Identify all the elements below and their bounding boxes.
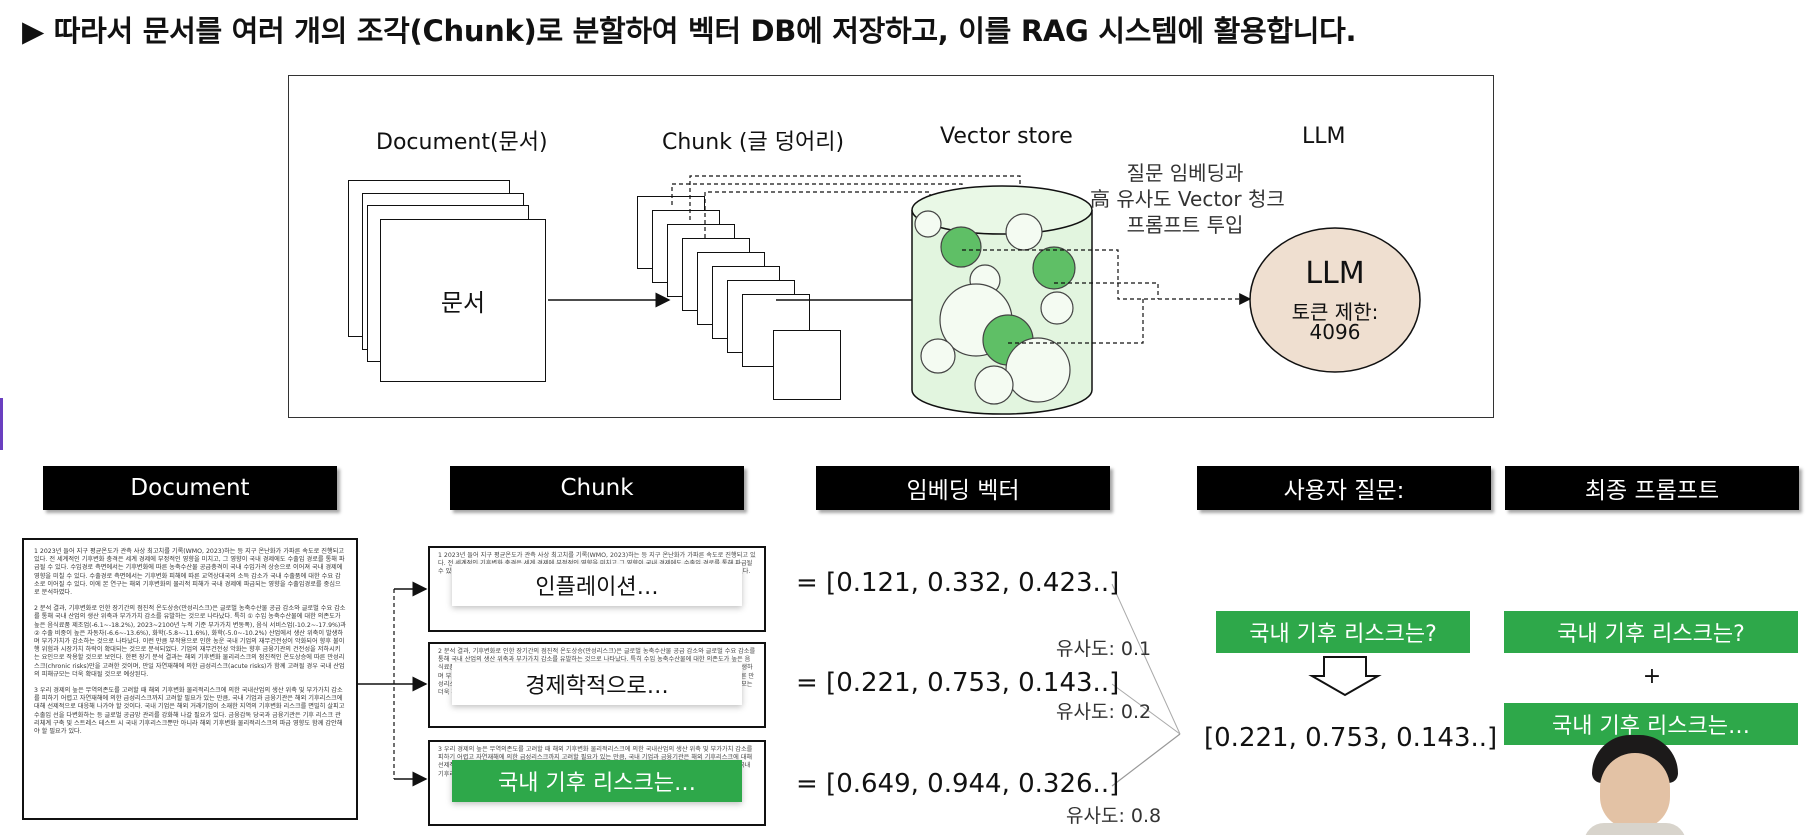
retrieval-note-line: 高 유사도 Vector 청크 bbox=[1090, 187, 1285, 211]
slide-headline: ▶ 따라서 문서를 여러 개의 조각(Chunk)로 분할하여 벡터 DB에 저… bbox=[22, 14, 1357, 48]
retrieval-note: 질문 임베딩과 高 유사도 Vector 청크 프롬프트 투입 bbox=[1090, 160, 1285, 238]
vector-circle-similar bbox=[940, 226, 982, 268]
presenter-shirt bbox=[1584, 823, 1686, 835]
dashed-chunk-arrow bbox=[704, 191, 936, 238]
vector-store-stage-label: Vector store bbox=[940, 124, 1073, 149]
document-paragraph: 1 2023년 들어 지구 평균온도가 관측 사상 최고치를 기록(WMO, 2… bbox=[34, 548, 345, 597]
header-user-question: 사용자 질문: bbox=[1197, 466, 1491, 510]
similarity-score-3: 유사도: 0.8 bbox=[1066, 805, 1162, 827]
presenter-face bbox=[1600, 753, 1670, 829]
similarity-line bbox=[1111, 583, 1181, 735]
final-prompt-question: 국내 기후 리스크는? bbox=[1504, 611, 1798, 653]
retrieval-note-line: 프롬프트 투입 bbox=[1126, 213, 1244, 237]
llm-ellipse bbox=[1249, 227, 1421, 373]
llm-stage-label: LLM bbox=[1302, 124, 1346, 149]
user-question-box: 국내 기후 리스크는? bbox=[1216, 611, 1470, 653]
vector-circle bbox=[920, 338, 956, 374]
dashed-store-to-llm-arrow bbox=[962, 249, 1250, 300]
chunk-label-2: 경제학적으로… bbox=[452, 663, 742, 705]
user-question-vector: [0.221, 0.753, 0.143..] bbox=[1204, 723, 1498, 753]
header-document: Document bbox=[43, 466, 337, 510]
chunk-stage-label: Chunk (글 덩어리) bbox=[662, 130, 845, 155]
llm-title: LLM bbox=[1305, 256, 1365, 291]
question-embedding-down-arrow bbox=[1308, 656, 1382, 697]
left-edge-marker bbox=[0, 398, 3, 450]
chunk-label-1: 인플레이션… bbox=[452, 564, 742, 606]
vector-store-cylinder-top bbox=[911, 185, 1093, 235]
vector-circle-similar bbox=[1032, 246, 1076, 290]
llm-token-label: 토큰 제한: bbox=[1291, 300, 1379, 324]
rag-diagram-frame bbox=[288, 75, 1494, 418]
retrieval-note-line: 질문 임베딩과 bbox=[1126, 161, 1244, 185]
vector-circle bbox=[1005, 337, 1071, 403]
document-paragraph: 2 분석 결과, 기후변화로 인한 장기간의 점진적 온도상승(만성리스크)은 … bbox=[34, 605, 347, 678]
dashed-store-to-llm-arrow bbox=[1008, 299, 1144, 344]
document-paragraph: 3 우리 경제의 높은 무역의존도를 고려할 때 해외 기후변화 물리적리스크에… bbox=[34, 687, 345, 736]
dashed-store-to-llm-arrow bbox=[1054, 282, 1159, 299]
document-stage-label: Document(문서) bbox=[376, 130, 548, 155]
llm-token-value: 4096 bbox=[1309, 320, 1361, 344]
final-prompt-plus: + bbox=[1642, 664, 1662, 689]
embedding-vector-3: = [0.649, 0.944, 0.326..] bbox=[796, 769, 1120, 799]
embedding-vector-2: = [0.221, 0.753, 0.143..] bbox=[796, 668, 1120, 698]
vector-circle bbox=[974, 365, 1014, 405]
similarity-line bbox=[1111, 683, 1181, 735]
header-chunk: Chunk bbox=[450, 466, 744, 510]
vector-circle bbox=[914, 210, 942, 238]
header-final-prompt: 최종 프롬프트 bbox=[1505, 466, 1799, 510]
chunk-label-3: 국내 기후 리스크는… bbox=[452, 760, 742, 802]
similarity-score-2: 유사도: 0.2 bbox=[1056, 701, 1152, 723]
dashed-chunk-arrow bbox=[671, 183, 968, 220]
header-embedding-vector: 임베딩 벡터 bbox=[816, 466, 1110, 510]
vector-circle bbox=[1005, 213, 1043, 251]
document-page-front: 문서 bbox=[380, 219, 546, 382]
similarity-line bbox=[1111, 733, 1181, 787]
embedding-vector-1: = [0.121, 0.332, 0.423..] bbox=[796, 568, 1120, 598]
presenter-webcam bbox=[1580, 735, 1690, 835]
chunk-card bbox=[773, 330, 841, 400]
vector-circle bbox=[1040, 291, 1074, 325]
document-page-text: 문서 bbox=[440, 289, 486, 317]
similarity-score-1: 유사도: 0.1 bbox=[1056, 638, 1152, 660]
document-full-text: 1 2023년 들어 지구 평균온도가 관측 사상 최고치를 기록(WMO, 2… bbox=[22, 538, 358, 820]
